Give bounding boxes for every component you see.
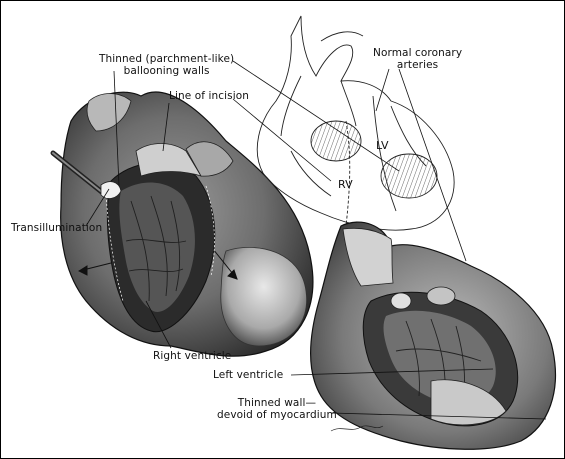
leader-lines <box>85 60 547 420</box>
right-heart-drawing <box>310 221 557 450</box>
label-normal-coronary-arteries: Normal coronary arteries <box>373 47 463 71</box>
label-thinned-line2: ballooning walls <box>123 64 210 77</box>
label-thinned-line1: Thinned (parchment-like) <box>99 53 235 65</box>
label-thinned-wall-line2: devoid of myocardium <box>217 408 337 421</box>
label-lv: LV <box>376 139 389 152</box>
label-thinned-walls: Thinned (parchment-like) ballooning wall… <box>99 53 235 77</box>
label-transillumination: Transillumination <box>11 222 103 234</box>
label-coronary-line2: arteries <box>396 58 439 71</box>
label-coronary-line1: Normal coronary <box>373 47 463 59</box>
label-thinned-wall-line1: Thinned wall— <box>237 397 317 409</box>
outline-heart-drawing <box>256 15 455 231</box>
label-right-ventricle: Right ventricle <box>153 350 232 362</box>
label-left-ventricle: Left ventricle <box>213 369 284 381</box>
label-line-of-incision: Line of incision <box>169 90 250 102</box>
label-rv: RV <box>338 178 353 191</box>
left-heart-drawing <box>50 91 314 357</box>
label-thinned-wall: Thinned wall— devoid of myocardium <box>217 397 337 421</box>
